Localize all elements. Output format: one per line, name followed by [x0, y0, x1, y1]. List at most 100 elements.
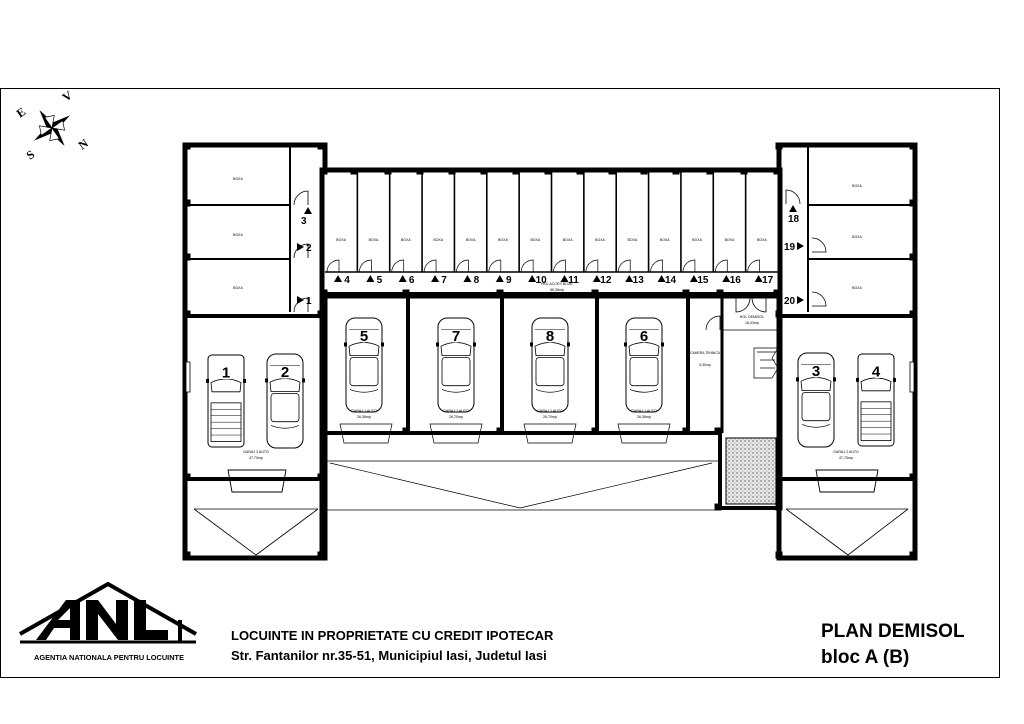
- structural-column: [682, 427, 690, 435]
- storage-room-label: BOXA: [852, 235, 862, 239]
- structural-column: [496, 289, 504, 297]
- structural-column: [909, 253, 917, 261]
- sheet-title-line2: bloc A (B): [821, 647, 910, 668]
- compass-letter-n: N: [76, 136, 91, 153]
- storage-room-label: BOXA: [401, 238, 411, 242]
- structural-column: [775, 310, 783, 318]
- structural-column: [512, 167, 520, 175]
- storage-number: 19: [784, 242, 796, 253]
- storage-marker-icon: [297, 243, 304, 251]
- car-rear-window: [441, 389, 471, 393]
- storage-number: 16: [730, 275, 742, 286]
- structural-column: [775, 473, 783, 481]
- structural-column: [909, 310, 917, 318]
- structural-column: [317, 551, 325, 559]
- structural-column: [183, 199, 191, 207]
- storage-marker-icon: [797, 242, 804, 250]
- structural-column: [682, 289, 690, 297]
- car-number: 5: [360, 328, 368, 345]
- car-mirror: [344, 342, 347, 347]
- garage-label: GARAJ 1 AUTO: [631, 409, 657, 413]
- structural-column: [183, 253, 191, 261]
- storage-room-label: BOXA: [660, 238, 670, 242]
- car-rear-window: [349, 389, 379, 393]
- storage-room-label: BOXA: [233, 286, 243, 290]
- corridor-area: 56,36mp: [550, 288, 564, 292]
- storage-marker-icon: [495, 275, 504, 282]
- garage-area: 47,70mp: [839, 456, 853, 460]
- structural-column: [909, 142, 917, 150]
- storage-marker-icon: [560, 275, 569, 282]
- storage-room-label: BOXA: [692, 238, 702, 242]
- car-number: 3: [812, 363, 820, 380]
- storage-door: [714, 259, 728, 273]
- garage-area: 47,70mp: [249, 456, 263, 460]
- car-mirror: [833, 377, 836, 382]
- storage-marker-icon: [754, 275, 763, 282]
- structural-column: [350, 167, 358, 175]
- storage-number: 4: [344, 275, 350, 286]
- car-number: 2: [281, 364, 289, 381]
- car-rear-window: [270, 425, 300, 429]
- compass-letter-v: V: [60, 88, 75, 105]
- storage-number: 7: [441, 275, 447, 286]
- car-mirror: [302, 378, 305, 383]
- storage-number: 2: [306, 243, 312, 254]
- car-mirror: [567, 342, 570, 347]
- storage-marker-icon: [657, 275, 666, 282]
- storage-marker-icon: [297, 296, 304, 304]
- structural-column: [591, 427, 599, 435]
- structural-column: [591, 289, 599, 297]
- storage-door: [585, 259, 599, 273]
- car-mirror: [624, 342, 627, 347]
- storage-door: [391, 259, 405, 273]
- car-windshield: [210, 378, 242, 393]
- storage-room-label: BOXA: [466, 238, 476, 242]
- garage-label: GARAJ 1 AUTO: [537, 409, 563, 413]
- storage-marker-icon: [366, 275, 375, 282]
- storage-number: 6: [409, 275, 415, 286]
- storage-marker-icon: [398, 275, 407, 282]
- compass-rose-icon: [33, 109, 71, 147]
- structural-column: [317, 473, 325, 481]
- storage-room-label: BOXA: [725, 238, 735, 242]
- garage-label: GARAJ 2 AUTO: [243, 450, 269, 454]
- storage-marker-icon: [334, 275, 342, 282]
- car-windshield: [534, 342, 566, 356]
- storage-room-label: BOXA: [563, 238, 573, 242]
- car-windshield: [348, 342, 380, 356]
- corridor-label: HOL ACCES BOXE: [541, 282, 573, 286]
- garage-label: GARAJ 2 AUTO: [833, 450, 859, 454]
- structural-column: [909, 199, 917, 207]
- car-mirror: [243, 378, 246, 383]
- left-wing: [182, 142, 328, 561]
- structural-column: [448, 167, 456, 175]
- storage-number: 10: [536, 275, 548, 286]
- garage-area: 26,70mp: [543, 415, 557, 419]
- storage-door: [520, 259, 534, 273]
- storage-door: [423, 259, 437, 273]
- car-icon: 2: [265, 353, 305, 449]
- logo-caption: AGENTIA NATIONALA PENTRU LOCUINTE: [34, 653, 184, 662]
- car-rear-window: [801, 424, 831, 428]
- car-rear-window: [535, 389, 565, 393]
- storage-door: [747, 259, 760, 273]
- car-icon: 1: [206, 354, 246, 448]
- car-windshield: [860, 377, 892, 392]
- storage-marker-icon: [431, 275, 440, 282]
- storage-marker-icon: [797, 296, 804, 304]
- structural-column: [480, 167, 488, 175]
- car-icon: 6: [624, 317, 664, 413]
- storage-door: [359, 259, 372, 273]
- structural-column: [416, 167, 424, 175]
- car-windshield: [440, 342, 472, 356]
- car-number: 1: [222, 364, 230, 381]
- car-roof: [629, 357, 659, 387]
- garage-area: 26,70mp: [449, 415, 463, 419]
- structural-column: [640, 167, 648, 175]
- storage-marker-icon: [722, 275, 731, 282]
- storage-door: [488, 259, 502, 273]
- storage-number: 8: [474, 275, 480, 286]
- storage-room-label: BOXA: [530, 238, 540, 242]
